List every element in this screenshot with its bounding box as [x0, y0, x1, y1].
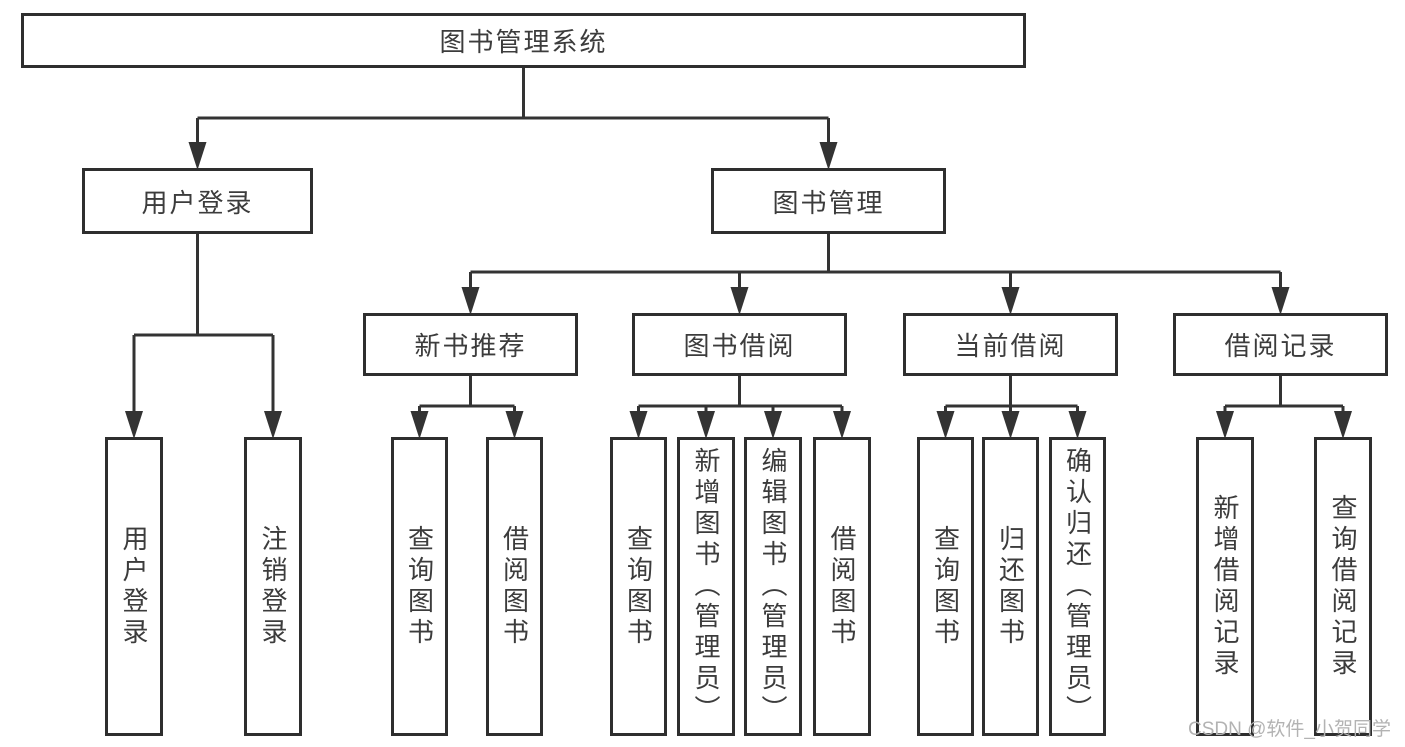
- node-user-login-leaf: 用户登录: [105, 437, 163, 736]
- node-label-logout: 注销登录: [258, 524, 288, 649]
- arrowhead-icon: [629, 411, 648, 439]
- arrowhead-icon: [125, 411, 143, 439]
- node-query-book-2: 查询图书: [610, 437, 667, 736]
- node-label-query-book-1: 查询图书: [404, 524, 435, 649]
- arrowhead-icon: [461, 287, 480, 315]
- arrowhead-icon: [1216, 411, 1234, 439]
- node-label-borrowing-records: 借阅记录: [1224, 331, 1337, 361]
- watermark: CSDN @软件_小贺同学: [1188, 719, 1391, 740]
- arrowhead-icon: [188, 142, 207, 170]
- arrowhead-icon: [505, 411, 524, 439]
- arrowhead-icon: [410, 411, 429, 439]
- node-user-login: 用户登录: [82, 168, 313, 234]
- node-logout: 注销登录: [244, 437, 302, 736]
- node-label-borrow-book-1: 借阅图书: [499, 524, 530, 649]
- connector-borrowing-records: [1216, 376, 1352, 439]
- node-label-return-book: 归还图书: [995, 524, 1026, 649]
- arrowhead-icon: [1001, 287, 1020, 315]
- connector-new-book-recommend: [410, 376, 524, 439]
- arrowhead-icon: [1001, 411, 1020, 439]
- node-label-query-book-2: 查询图书: [623, 524, 654, 649]
- connector-root: [188, 68, 838, 170]
- arrowhead-icon: [936, 411, 955, 439]
- node-confirm-return: 确认归还（管理员）: [1049, 437, 1106, 736]
- node-borrowing-records: 借阅记录: [1173, 313, 1388, 376]
- node-label-confirm-return: 确认归还（管理员）: [1062, 447, 1093, 726]
- connector-path: [418, 376, 516, 419]
- node-edit-book: 编辑图书（管理员）: [744, 437, 802, 736]
- connector-book-borrowing: [629, 376, 851, 439]
- arrowhead-icon: [697, 411, 715, 439]
- arrowhead-icon: [1068, 411, 1087, 439]
- node-borrow-book-2: 借阅图书: [813, 437, 871, 736]
- node-add-borrow-record: 新增借阅记录: [1196, 437, 1254, 736]
- node-label-borrow-book-2: 借阅图书: [827, 524, 857, 649]
- connector-book-management: [461, 234, 1290, 315]
- node-current-borrowing: 当前借阅: [903, 313, 1118, 376]
- connector-path: [469, 234, 1282, 295]
- node-label-current-borrowing: 当前借阅: [954, 331, 1067, 361]
- node-label-add-book: 新增图书（管理员）: [691, 447, 721, 726]
- connector-path: [637, 376, 844, 419]
- arrowhead-icon: [730, 287, 749, 315]
- node-label-new-book-recommend: 新书推荐: [414, 331, 527, 361]
- node-borrow-book-1: 借阅图书: [486, 437, 543, 736]
- node-query-book-1: 查询图书: [391, 437, 448, 736]
- connector-user-login: [125, 234, 282, 439]
- arrowhead-icon: [1271, 287, 1290, 315]
- node-book-management: 图书管理: [711, 168, 946, 234]
- connector-current-borrowing: [936, 376, 1087, 439]
- node-label-book-borrowing: 图书借阅: [683, 331, 796, 361]
- node-return-book: 归还图书: [982, 437, 1039, 736]
- node-new-book-recommend: 新书推荐: [363, 313, 578, 376]
- node-label-query-book-3: 查询图书: [930, 524, 961, 649]
- arrowhead-icon: [1334, 411, 1352, 439]
- node-label-root: 图书管理系统: [439, 27, 608, 57]
- node-query-borrow-record: 查询借阅记录: [1314, 437, 1372, 736]
- arrowhead-icon: [833, 411, 851, 439]
- arrowhead-icon: [764, 411, 782, 439]
- node-add-book: 新增图书（管理员）: [677, 437, 735, 736]
- node-label-add-borrow-record: 新增借阅记录: [1210, 493, 1240, 680]
- node-label-book-management: 图书管理: [772, 187, 885, 218]
- node-label-user-login-leaf: 用户登录: [119, 524, 149, 649]
- node-label-user-login: 用户登录: [141, 187, 254, 218]
- connector-path: [132, 234, 275, 419]
- node-query-book-3: 查询图书: [917, 437, 974, 736]
- arrowhead-icon: [819, 142, 838, 170]
- node-book-borrowing: 图书借阅: [632, 313, 847, 376]
- node-label-query-borrow-record: 查询借阅记录: [1328, 493, 1358, 680]
- node-label-edit-book: 编辑图书（管理员）: [758, 447, 788, 726]
- node-root: 图书管理系统: [21, 13, 1026, 68]
- connector-path: [1223, 376, 1345, 419]
- connector-path: [196, 68, 830, 150]
- arrowhead-icon: [264, 411, 282, 439]
